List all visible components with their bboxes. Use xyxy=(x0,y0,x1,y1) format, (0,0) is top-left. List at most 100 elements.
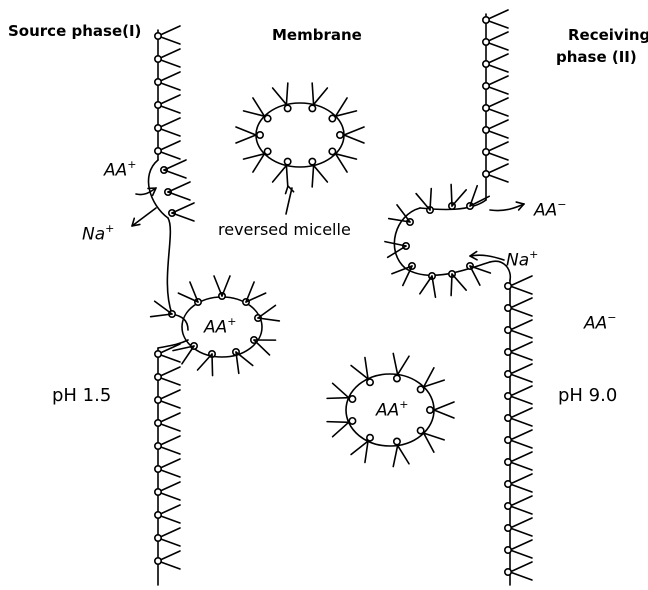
reversed-micelle-top-tail xyxy=(286,165,287,186)
reversed-micelle-top-tail xyxy=(286,83,287,104)
membrane-label: Membrane xyxy=(272,28,362,43)
reversed-micelle-top xyxy=(236,83,364,187)
reversed-micelle-center-head xyxy=(367,435,373,441)
reversed-micelle-center-head xyxy=(417,386,423,392)
right-wall-lower-tail xyxy=(510,484,532,492)
reversed-micelle-center-tail xyxy=(333,422,349,436)
right-wall-lower-tail xyxy=(510,396,532,404)
left-bud-tail xyxy=(222,276,230,296)
na-cation-label-receiving: Na+ xyxy=(506,250,538,270)
left-budding-micelle xyxy=(149,160,280,376)
na-exit-arrow-source-shaft xyxy=(132,208,156,226)
right-wall-upper-head xyxy=(483,39,489,45)
reversed-micelle-top-head xyxy=(284,105,290,111)
left-bud-neck xyxy=(167,218,172,314)
right-bud-tail xyxy=(451,274,452,296)
reversed-micelle-pointer-head xyxy=(286,186,294,194)
aa-cation-entry-arrow xyxy=(136,188,156,195)
left-wall-upper-head xyxy=(155,56,161,62)
reversed-micelle-center-head xyxy=(427,407,433,413)
right-wall-lower-head xyxy=(505,547,511,553)
right-wall-lower-head xyxy=(505,459,511,465)
right-bud-tail xyxy=(452,274,466,290)
left-wall-lower xyxy=(155,344,180,585)
right-wall-lower-tail xyxy=(510,452,532,462)
left-wall-lower-head xyxy=(155,535,161,541)
right-wall-lower-head xyxy=(505,481,511,487)
left-wall-lower-head xyxy=(155,374,161,380)
left-wall-lower-head xyxy=(155,351,161,357)
right-wall-lower-head xyxy=(505,327,511,333)
reversed-micelle-center-tail xyxy=(393,353,397,374)
right-wall-lower-head xyxy=(505,283,511,289)
left-wall-upper-head xyxy=(155,102,161,108)
reversed-micelle-center-head xyxy=(349,418,355,424)
right-wall-upper-head xyxy=(483,127,489,133)
reversed-micelle-center-tail xyxy=(327,422,349,423)
right-wall-lower-tail xyxy=(510,528,532,536)
right-wall-lower-tail xyxy=(510,496,532,506)
aa-anion-label-exit: AA− xyxy=(534,200,566,220)
reversed-micelle-top-head xyxy=(284,158,290,164)
right-bud-tail xyxy=(452,190,466,206)
reversed-micelle-center-tail xyxy=(351,366,368,379)
left-wall-lower-head xyxy=(155,466,161,472)
right-wall-lower-tail xyxy=(510,506,532,514)
reversed-micelle-top-tail xyxy=(273,165,287,182)
right-wall-upper-head xyxy=(483,83,489,89)
left-bud-surface-tail xyxy=(172,203,194,213)
receiving-phase-label-line1: Receiving xyxy=(568,28,648,43)
right-wall-lower-head xyxy=(505,503,511,509)
left-bud-tail xyxy=(236,352,253,366)
left-bud-surface-tail xyxy=(168,192,190,200)
right-wall-lower-head xyxy=(505,305,511,311)
left-wall-upper-head xyxy=(155,148,161,154)
right-wall-upper-head xyxy=(483,171,489,177)
right-wall-lower-tail xyxy=(510,440,532,448)
aa-anion-exit-arrow xyxy=(490,202,524,210)
reversed-micelle-label: reversed micelle xyxy=(218,222,351,238)
reversed-micelle-top-head xyxy=(257,132,263,138)
left-wall-upper-head xyxy=(155,33,161,39)
right-wall-lower-tail xyxy=(510,320,532,330)
right-wall-upper xyxy=(483,10,508,200)
reversed-micelle-top-tail xyxy=(344,135,364,143)
na-cation-label-source: Na+ xyxy=(82,224,114,244)
receiving-phase-label-line2: phase (II) xyxy=(556,50,637,65)
right-wall-lower-tail xyxy=(510,286,532,294)
reversed-micelle-top-tail xyxy=(312,83,313,104)
reversed-micelle-center-tail xyxy=(351,441,368,454)
left-bud-tail xyxy=(212,354,213,376)
left-bud-surface-tail xyxy=(172,213,194,221)
reversed-micelle-top-head xyxy=(337,132,343,138)
reversed-micelle-top-shell xyxy=(256,103,344,167)
left-wall-upper-head xyxy=(155,125,161,131)
right-budding-micelle xyxy=(385,184,510,297)
source-phase-label: Source phase(I) xyxy=(8,24,141,39)
reversed-micelle-top-tail xyxy=(344,127,364,135)
left-bud-tail xyxy=(214,276,222,296)
right-bud-tail xyxy=(451,184,452,206)
left-wall-upper xyxy=(155,26,180,160)
right-wall-lower-head xyxy=(505,415,511,421)
right-wall-lower-tail xyxy=(510,572,532,580)
right-wall-lower-tail xyxy=(510,330,532,338)
right-wall-lower-tail xyxy=(510,308,532,316)
reversed-micelle-center-tail xyxy=(365,441,368,462)
reversed-micelle-top-head xyxy=(264,115,270,121)
reversed-micelle-center-tail xyxy=(365,358,368,379)
aa-cation-label-micelle-center: AA+ xyxy=(376,400,408,420)
reversed-micelle-center-tail xyxy=(393,445,397,466)
right-wall-upper-head xyxy=(483,61,489,67)
left-bud-tail xyxy=(254,340,270,355)
reversed-micelle-top-head xyxy=(329,148,335,154)
aa-cation-label-micelle-left: AA+ xyxy=(204,317,236,337)
reversed-micelle-center-tail xyxy=(398,445,409,463)
right-wall-lower-head xyxy=(505,525,511,531)
right-wall-lower-head xyxy=(505,569,511,575)
right-wall-lower-tail xyxy=(510,518,532,528)
right-wall-lower-tail xyxy=(510,276,532,286)
right-wall-upper-head xyxy=(483,17,489,23)
ph-source-label: pH 1.5 xyxy=(52,387,111,405)
